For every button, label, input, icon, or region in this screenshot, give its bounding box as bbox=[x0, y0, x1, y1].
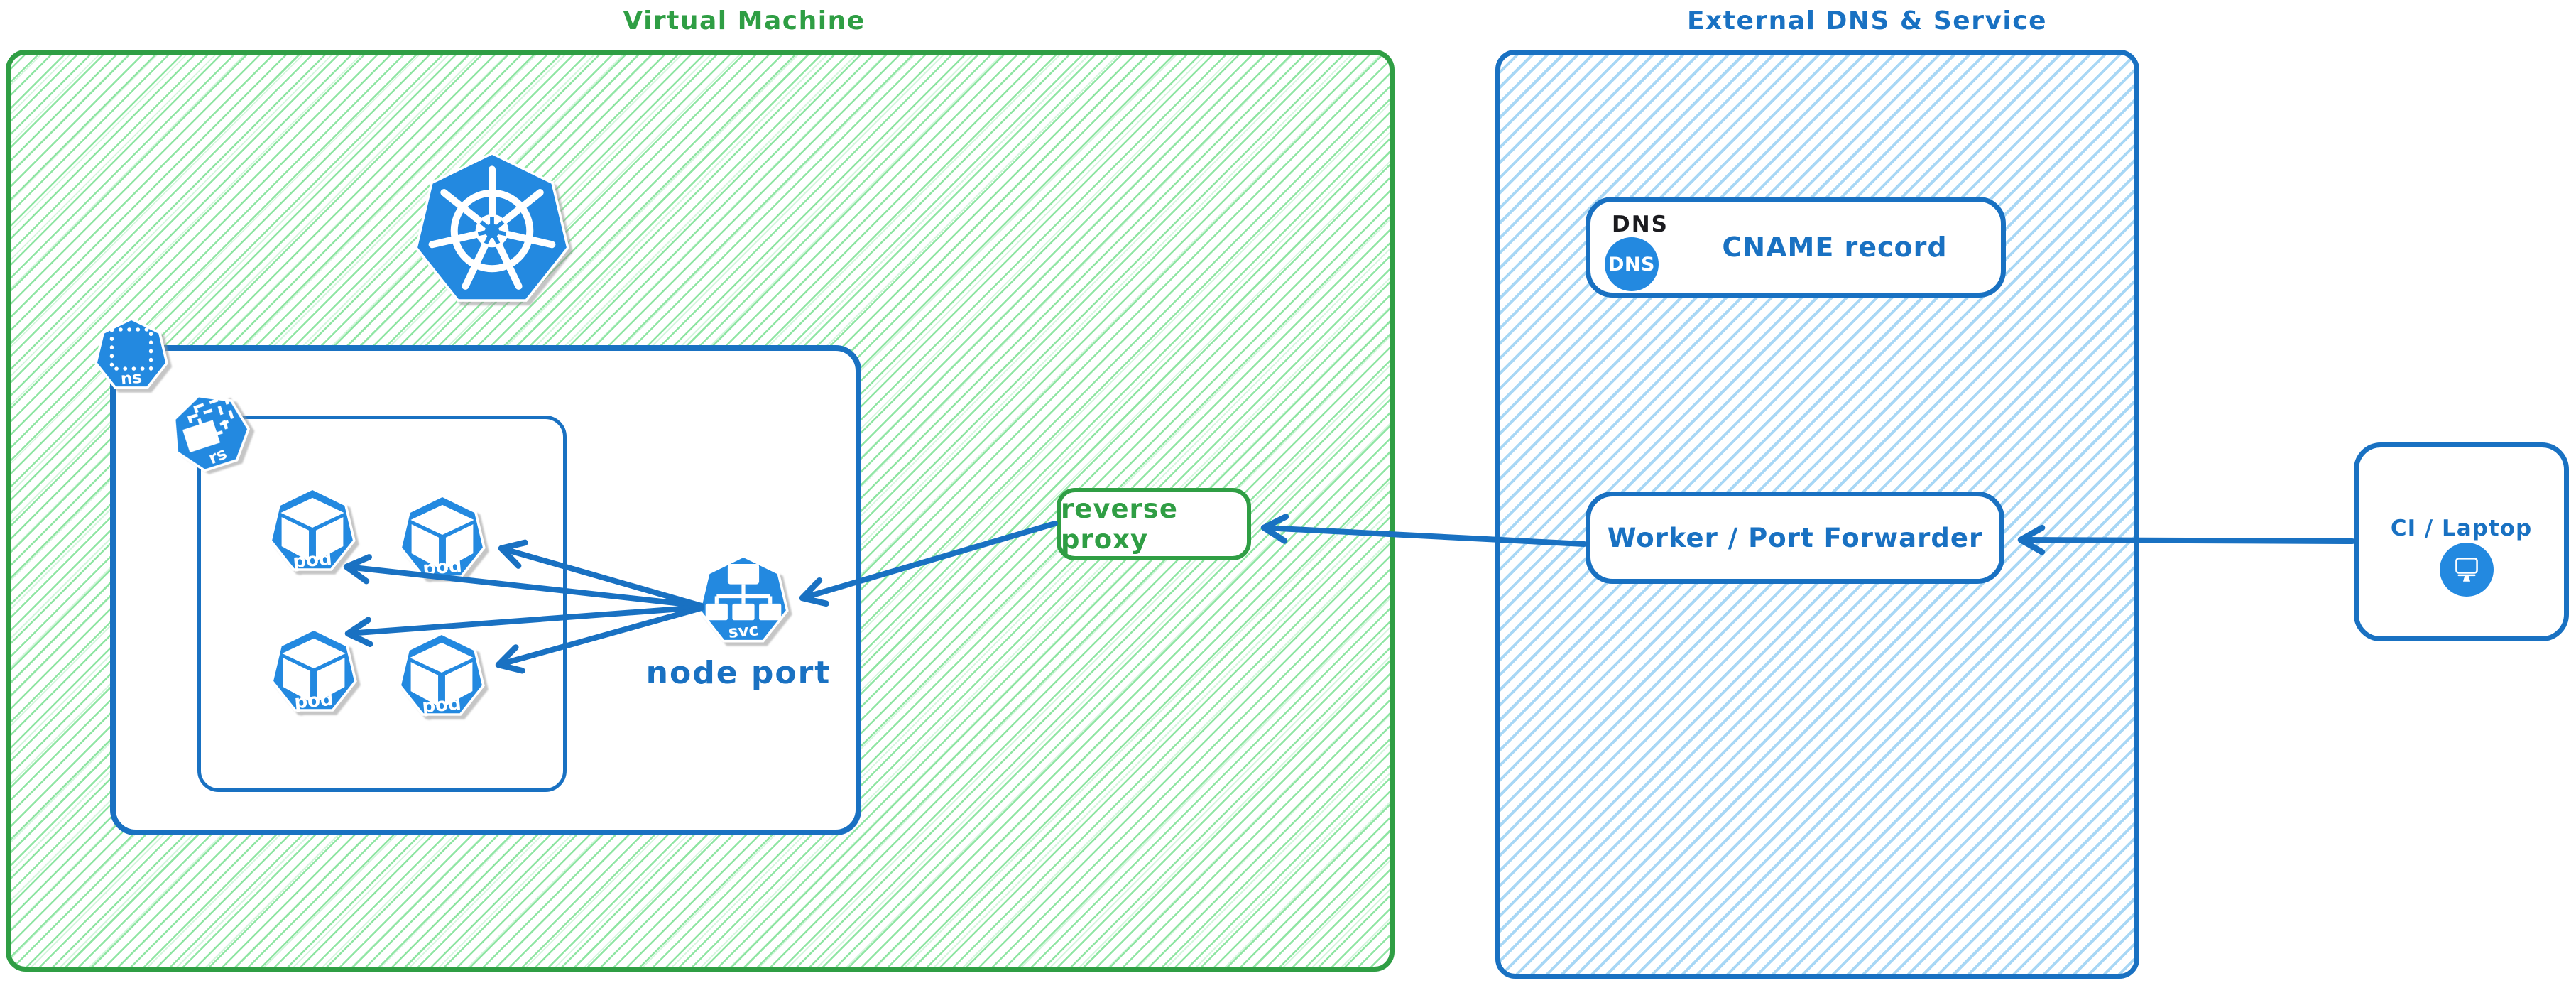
dns-icon-label: DNS bbox=[1608, 253, 1655, 276]
cname-record-label: CNAME record bbox=[1722, 232, 1948, 263]
ci-laptop-label: CI / Laptop bbox=[2390, 516, 2533, 541]
kubernetes-logo-icon[interactable] bbox=[413, 152, 571, 310]
kubernetes-wheel-glyph bbox=[428, 165, 556, 290]
dns-card-title: DNS bbox=[1612, 212, 1669, 237]
dns-icon: DNS bbox=[1605, 237, 1659, 291]
replicaset-box[interactable] bbox=[197, 416, 567, 792]
vm-group-title: Virtual Machine bbox=[623, 6, 866, 36]
replicaset-icon[interactable]: rs bbox=[160, 382, 260, 482]
node-port-label: node port bbox=[645, 655, 831, 691]
service-tree-glyph bbox=[705, 564, 782, 621]
replicaset-stacked-rects-glyph bbox=[182, 395, 235, 453]
laptop-icon bbox=[2440, 543, 2494, 597]
pod-cube-glyph bbox=[280, 497, 344, 562]
reverse-proxy-box[interactable]: reverse proxy bbox=[1057, 488, 1251, 560]
ci-laptop-box[interactable]: CI / Laptop bbox=[2354, 442, 2569, 641]
pod-icon[interactable]: pod bbox=[398, 494, 486, 582]
pod-cube-glyph bbox=[410, 504, 474, 569]
pod-icon[interactable]: pod bbox=[268, 487, 356, 575]
monitor-glyph bbox=[2455, 558, 2478, 582]
pod-icon[interactable]: pod bbox=[270, 628, 358, 716]
namespace-dotted-square-glyph bbox=[109, 327, 153, 371]
worker-port-forwarder-box[interactable]: Worker / Port Forwarder bbox=[1586, 492, 2004, 584]
pod-cube-glyph bbox=[282, 638, 346, 702]
external-group-title: External DNS & Service bbox=[1686, 6, 2048, 36]
reverse-proxy-label: reverse proxy bbox=[1061, 494, 1178, 555]
pod-icon[interactable]: pod bbox=[398, 632, 486, 720]
worker-port-forwarder-label: Worker / Port Forwarder bbox=[1607, 522, 1983, 553]
pod-cube-glyph bbox=[410, 642, 474, 707]
dns-card[interactable]: DNS DNS CNAME record bbox=[1586, 197, 2006, 298]
service-icon[interactable]: svc bbox=[697, 555, 790, 647]
namespace-icon[interactable]: ns bbox=[94, 317, 169, 393]
